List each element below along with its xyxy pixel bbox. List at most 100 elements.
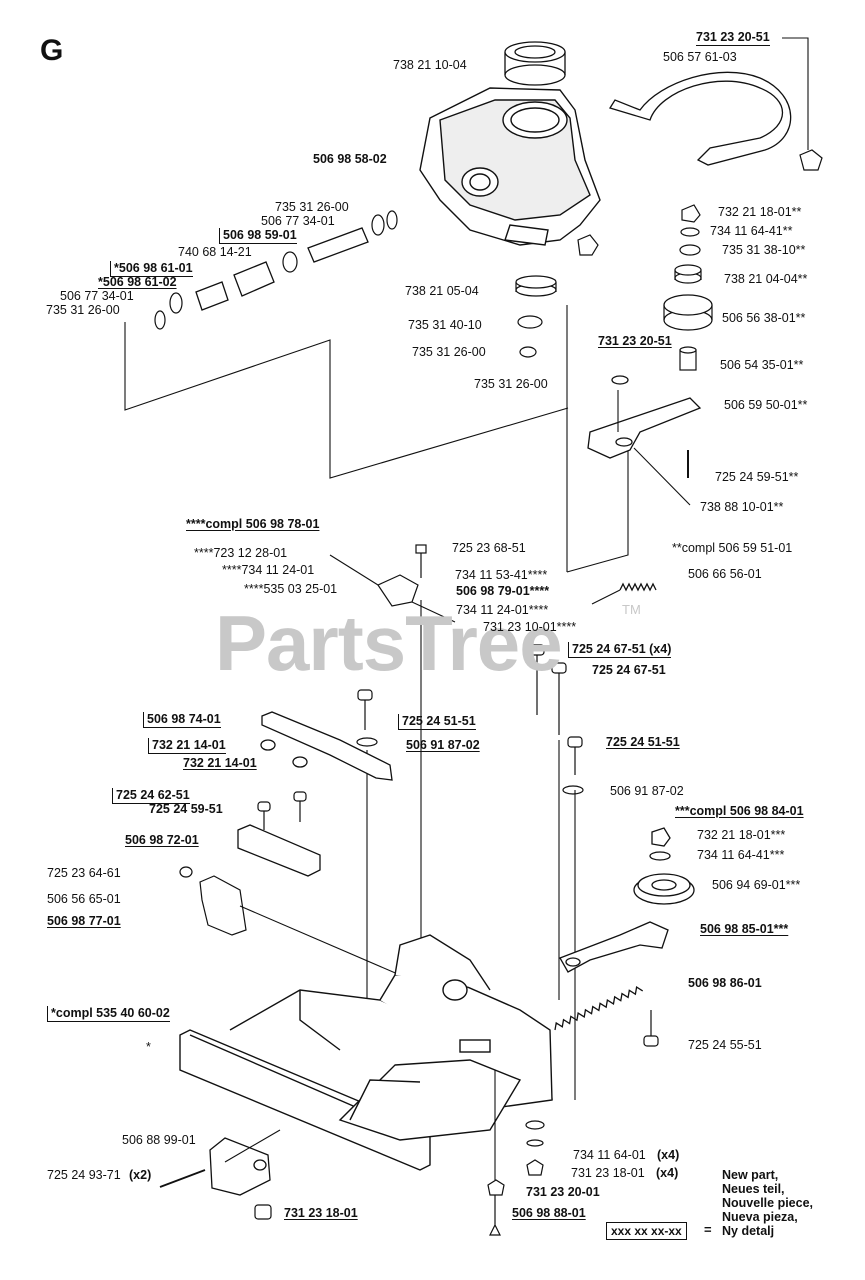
part-label[interactable]: 732 21 14-01 xyxy=(183,756,257,770)
part-label[interactable]: *506 98 61-02 xyxy=(98,275,177,289)
part-label[interactable]: 725 24 51-51 xyxy=(606,735,680,749)
part-label[interactable]: 725 24 51-51 xyxy=(398,714,476,730)
part-label[interactable]: 506 77 34-01 xyxy=(60,289,134,303)
watermark-text: PartsTree xyxy=(215,599,563,687)
gearbox-housing xyxy=(419,87,601,246)
part-label[interactable]: 506 98 86-01 xyxy=(688,976,762,990)
part-label[interactable]: 506 98 88-01 xyxy=(512,1206,586,1220)
mount-bracket xyxy=(179,866,247,936)
part-label[interactable]: 725 24 59-51** xyxy=(715,470,799,484)
part-label[interactable]: 506 88 99-01 xyxy=(122,1133,196,1147)
leader-line xyxy=(591,589,621,605)
part-label[interactable]: 506 77 34-01 xyxy=(261,214,335,228)
part-label[interactable]: 740 68 14-21 xyxy=(178,245,252,259)
part-label[interactable]: 738 88 10-01** xyxy=(700,500,784,514)
part-label[interactable]: ****723 12 28-01 xyxy=(194,546,288,560)
bolt-right xyxy=(643,1010,659,1047)
pulley-arm xyxy=(559,921,669,973)
part-label[interactable]: 734 11 24-01**** xyxy=(456,603,549,617)
legend-box: xxx xx xx-xx xyxy=(606,1222,687,1240)
part-label[interactable]: 725 24 55-51 xyxy=(688,1038,762,1052)
leader-line xyxy=(366,740,576,1100)
part-label[interactable]: 506 66 56-01 xyxy=(688,567,762,581)
part-label[interactable]: 725 24 67-51 xyxy=(592,663,666,677)
part-label[interactable]: 506 56 38-01** xyxy=(722,311,806,325)
part-label[interactable]: 731 23 20-51 xyxy=(696,30,770,46)
part-label[interactable]: 735 31 26-00 xyxy=(412,345,486,359)
part-label[interactable]: 506 94 69-01*** xyxy=(712,878,801,892)
part-label[interactable]: 506 98 74-01 xyxy=(143,712,221,728)
part-label[interactable]: 725 24 67-51 (x4) xyxy=(568,642,672,658)
part-label[interactable]: 738 21 04-04** xyxy=(724,272,808,286)
part-label[interactable]: 734 11 53-41**** xyxy=(455,568,548,582)
part-label[interactable]: 731 23 18-01 xyxy=(571,1166,645,1180)
part-label[interactable]: ****734 11 24-01 xyxy=(222,563,315,577)
part-label[interactable]: ****compl 506 98 78-01 xyxy=(186,517,320,531)
part-label[interactable]: 725 23 64-61 xyxy=(47,866,121,880)
bearing-top xyxy=(504,41,566,86)
part-label[interactable]: 732 21 18-01*** xyxy=(697,828,786,842)
legend-line: Ny detalj xyxy=(722,1224,775,1238)
part-label[interactable]: 506 98 72-01 xyxy=(125,833,199,847)
part-label[interactable]: *compl 535 40 60-02 xyxy=(47,1006,170,1022)
part-label[interactable]: 735 31 40-10 xyxy=(408,318,482,332)
part-label[interactable]: 731 23 20-51 xyxy=(598,334,672,348)
part-label[interactable]: 735 31 26-00 xyxy=(474,377,548,391)
part-label[interactable]: 506 91 87-02 xyxy=(406,738,480,752)
part-label[interactable]: 738 21 05-04 xyxy=(405,284,479,298)
part-label[interactable]: 731 23 18-01 xyxy=(284,1206,358,1220)
part-label[interactable]: 731 23 20-01 xyxy=(526,1185,600,1199)
part-label[interactable]: 734 11 64-41** xyxy=(710,224,793,238)
leader-line xyxy=(329,554,456,623)
washers xyxy=(154,210,398,330)
part-label[interactable]: 735 31 38-10** xyxy=(722,243,806,257)
part-label[interactable]: 731 23 10-01**** xyxy=(483,620,577,634)
part-label[interactable]: ***compl 506 98 84-01 xyxy=(675,804,804,818)
axle-shaft xyxy=(195,227,369,311)
part-label[interactable]: 506 98 58-02 xyxy=(313,152,387,166)
part-label[interactable]: 506 98 59-01 xyxy=(219,228,297,244)
legend-line: New part, xyxy=(722,1168,779,1182)
part-label[interactable]: 725 24 62-51 xyxy=(112,788,190,804)
part-label[interactable]: 506 91 87-02 xyxy=(610,784,684,798)
bolt xyxy=(159,1169,206,1188)
part-label[interactable]: 734 11 64-01 xyxy=(573,1148,646,1162)
part-label[interactable]: 725 23 68-51 xyxy=(452,541,526,555)
leader-line xyxy=(566,430,629,573)
legend-equals: = xyxy=(704,1222,712,1237)
part-label[interactable]: * xyxy=(146,1040,151,1054)
leader-line xyxy=(224,1129,281,1163)
support-bracket xyxy=(209,1137,271,1196)
clamp-bracket xyxy=(608,71,792,166)
chassis xyxy=(179,934,553,1171)
watermark-trademark: TM xyxy=(622,602,641,617)
part-label-suffix: (x2) xyxy=(129,1168,152,1182)
part-label[interactable]: 725 24 93-71 xyxy=(47,1168,121,1182)
small-bracket xyxy=(377,544,427,607)
leader-line xyxy=(124,322,569,479)
part-label[interactable]: *506 98 61-01 xyxy=(110,261,193,277)
part-label[interactable]: 506 98 77-01 xyxy=(47,914,121,928)
part-label[interactable]: 738 21 10-04 xyxy=(393,58,467,72)
part-label[interactable]: 506 98 85-01*** xyxy=(700,922,789,936)
drive-plate xyxy=(260,711,393,781)
part-label[interactable]: 735 31 26-00 xyxy=(275,200,349,214)
part-label[interactable]: 506 57 61-03 xyxy=(663,50,737,64)
part-label[interactable]: 725 24 59-51 xyxy=(149,802,223,816)
legend-line: Nouvelle piece, xyxy=(722,1196,814,1210)
part-label[interactable]: 506 56 65-01 xyxy=(47,892,121,906)
part-label[interactable]: 506 59 50-01** xyxy=(724,398,808,412)
part-label[interactable]: **compl 506 59 51-01 xyxy=(672,541,793,555)
leader-line xyxy=(633,447,691,506)
legend-line: Nueva pieza, xyxy=(722,1210,798,1224)
part-label[interactable]: 732 21 18-01** xyxy=(718,205,802,219)
part-label[interactable]: 506 98 79-01**** xyxy=(456,584,550,598)
part-label[interactable]: 506 54 35-01** xyxy=(720,358,804,372)
part-label[interactable]: 734 11 64-41*** xyxy=(697,848,785,862)
legend-line: Neues teil, xyxy=(722,1182,785,1196)
part-label[interactable]: 735 31 26-00 xyxy=(46,303,120,317)
part-label[interactable]: 732 21 14-01 xyxy=(148,738,226,754)
leader-line xyxy=(782,37,809,150)
part-label[interactable]: ****535 03 25-01 xyxy=(244,582,338,596)
